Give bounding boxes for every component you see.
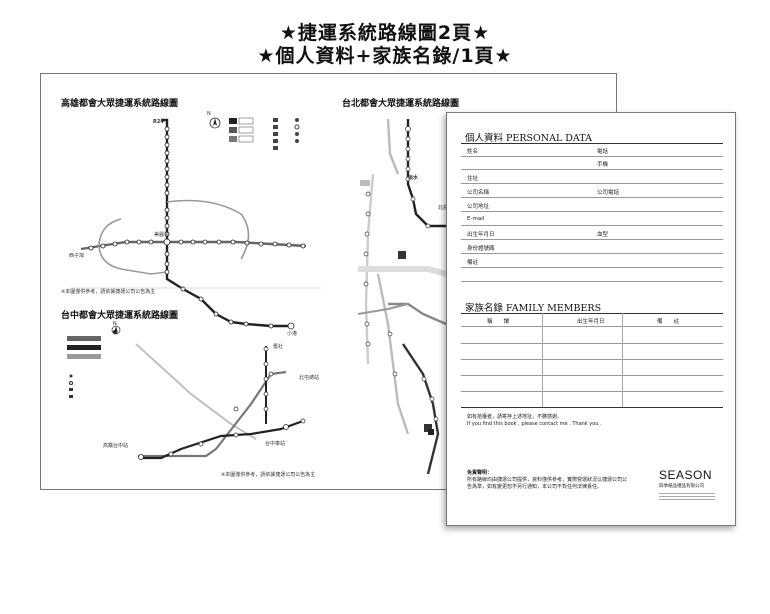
field-mobile-label: 手機 xyxy=(597,162,609,168)
taichung-map xyxy=(67,325,306,460)
disclaimer-body: 所有路線均由捷運公司提供，資料僅供參考，實際營運狀況以捷運公司公告為準，如有變更… xyxy=(467,477,628,490)
tc-north-station: 北屯總站 xyxy=(299,375,320,381)
field-company-label: 公司名稱 xyxy=(467,190,490,196)
kaohsiung-north-label: N xyxy=(207,111,211,117)
r24-label: R24 xyxy=(153,119,164,125)
west-station-label: 西子灣 xyxy=(69,253,85,259)
legend-r-label: R xyxy=(222,118,226,124)
tc-top-station: 舊社 xyxy=(273,344,284,350)
family-members-title: 家族名錄 FAMILY MEMBERS xyxy=(465,303,602,314)
field-blood-label: 血型 xyxy=(597,232,609,238)
circular-line xyxy=(98,218,168,275)
legend-red-line-icon xyxy=(229,118,237,124)
personal-data-title: 個人資料 PERSONAL DATA xyxy=(465,133,592,144)
legend-symbols xyxy=(273,118,300,150)
taipei-map-title: 台北都會大眾捷運系統路線圖 xyxy=(342,99,460,109)
south-station-label: 小港 xyxy=(287,331,298,337)
tp-dark-line xyxy=(402,343,440,475)
legend-orange-line-icon xyxy=(229,127,237,133)
field-name-label: 姓名 xyxy=(467,149,479,155)
tp-red-line xyxy=(406,119,446,228)
kaohsiung-note: ※本圖僅供參考，請依據捷運公司公告為主 xyxy=(61,289,156,295)
tc-legend-blue-icon xyxy=(67,345,101,350)
field-email-label: E-mail xyxy=(467,216,485,222)
field-phone-label: 電話 xyxy=(597,149,609,155)
personal-data-page: 個人資料 PERSONAL DATA 姓名 電話 手機 住址 公司名稱 公司電話… xyxy=(446,112,736,526)
disclaimer-title: 免責聲明： xyxy=(467,470,493,476)
central-station-label: 美麗島 xyxy=(154,232,170,238)
tp-station-top: 淡水 xyxy=(408,175,419,181)
family-header-birthday: 出生年月日 xyxy=(577,319,605,325)
tp-station-b: 北投 xyxy=(438,205,449,211)
tc-south-station: 高鐵台中站 xyxy=(103,443,129,449)
tc-green-line xyxy=(138,370,287,458)
lost-notice-zh: 如有拾獲者，請寄存上述地址，不勝感謝。 xyxy=(467,414,563,420)
lost-notice-en: If you find this book , please contact m… xyxy=(467,421,602,427)
left-map-page: 高雄都會大眾捷運系統路線圖 xyxy=(40,73,330,490)
kaohsiung-stations xyxy=(88,126,306,330)
kaohsiung-map-title: 高雄都會大眾捷運系統路線圖 xyxy=(61,99,179,109)
season-logo: SEASON xyxy=(659,468,713,482)
family-header-notes: 備 註 xyxy=(657,319,680,325)
legend-o-label: O xyxy=(222,127,227,133)
company-contact-details xyxy=(659,491,715,505)
compass-arrow-icon xyxy=(213,118,217,126)
page-title-line2: ★個人資料+家族名錄/1頁★ xyxy=(257,45,513,67)
field-company-address-label: 公司地址 xyxy=(467,204,490,210)
tc-gray-line xyxy=(135,343,257,440)
legend-c-label: C xyxy=(222,136,226,142)
family-header-relation: 稱 謂 xyxy=(487,319,510,325)
taichung-north-label: N xyxy=(113,321,117,327)
taichung-map-title: 台中都會大眾捷運系統路線圖 xyxy=(61,311,179,321)
field-notes-label: 備註 xyxy=(467,260,479,266)
tc-east-station: 台中車站 xyxy=(265,441,286,447)
tc-blue-line xyxy=(139,419,304,460)
season-company-name: 四季紙品禮品有限公司 xyxy=(659,484,704,489)
tc-legend-gray-icon xyxy=(67,354,101,359)
field-company-phone-label: 公司電話 xyxy=(597,190,620,196)
page-title-line1: ★捷運系統路線圖2頁★ xyxy=(279,22,491,44)
legend-circular-line-icon xyxy=(229,136,237,142)
field-birthday-label: 出生年月日 xyxy=(467,232,495,238)
kaohsiung-map xyxy=(71,117,321,334)
field-address-label: 住址 xyxy=(467,176,479,182)
tc-legend-green-icon xyxy=(67,336,101,341)
taipei-map xyxy=(357,118,447,475)
taichung-note: ※本圖僅供參考，請依據捷運公司公告為主 xyxy=(221,472,316,478)
red-line xyxy=(161,118,291,328)
field-id-label: 身份證號碼 xyxy=(467,246,495,252)
